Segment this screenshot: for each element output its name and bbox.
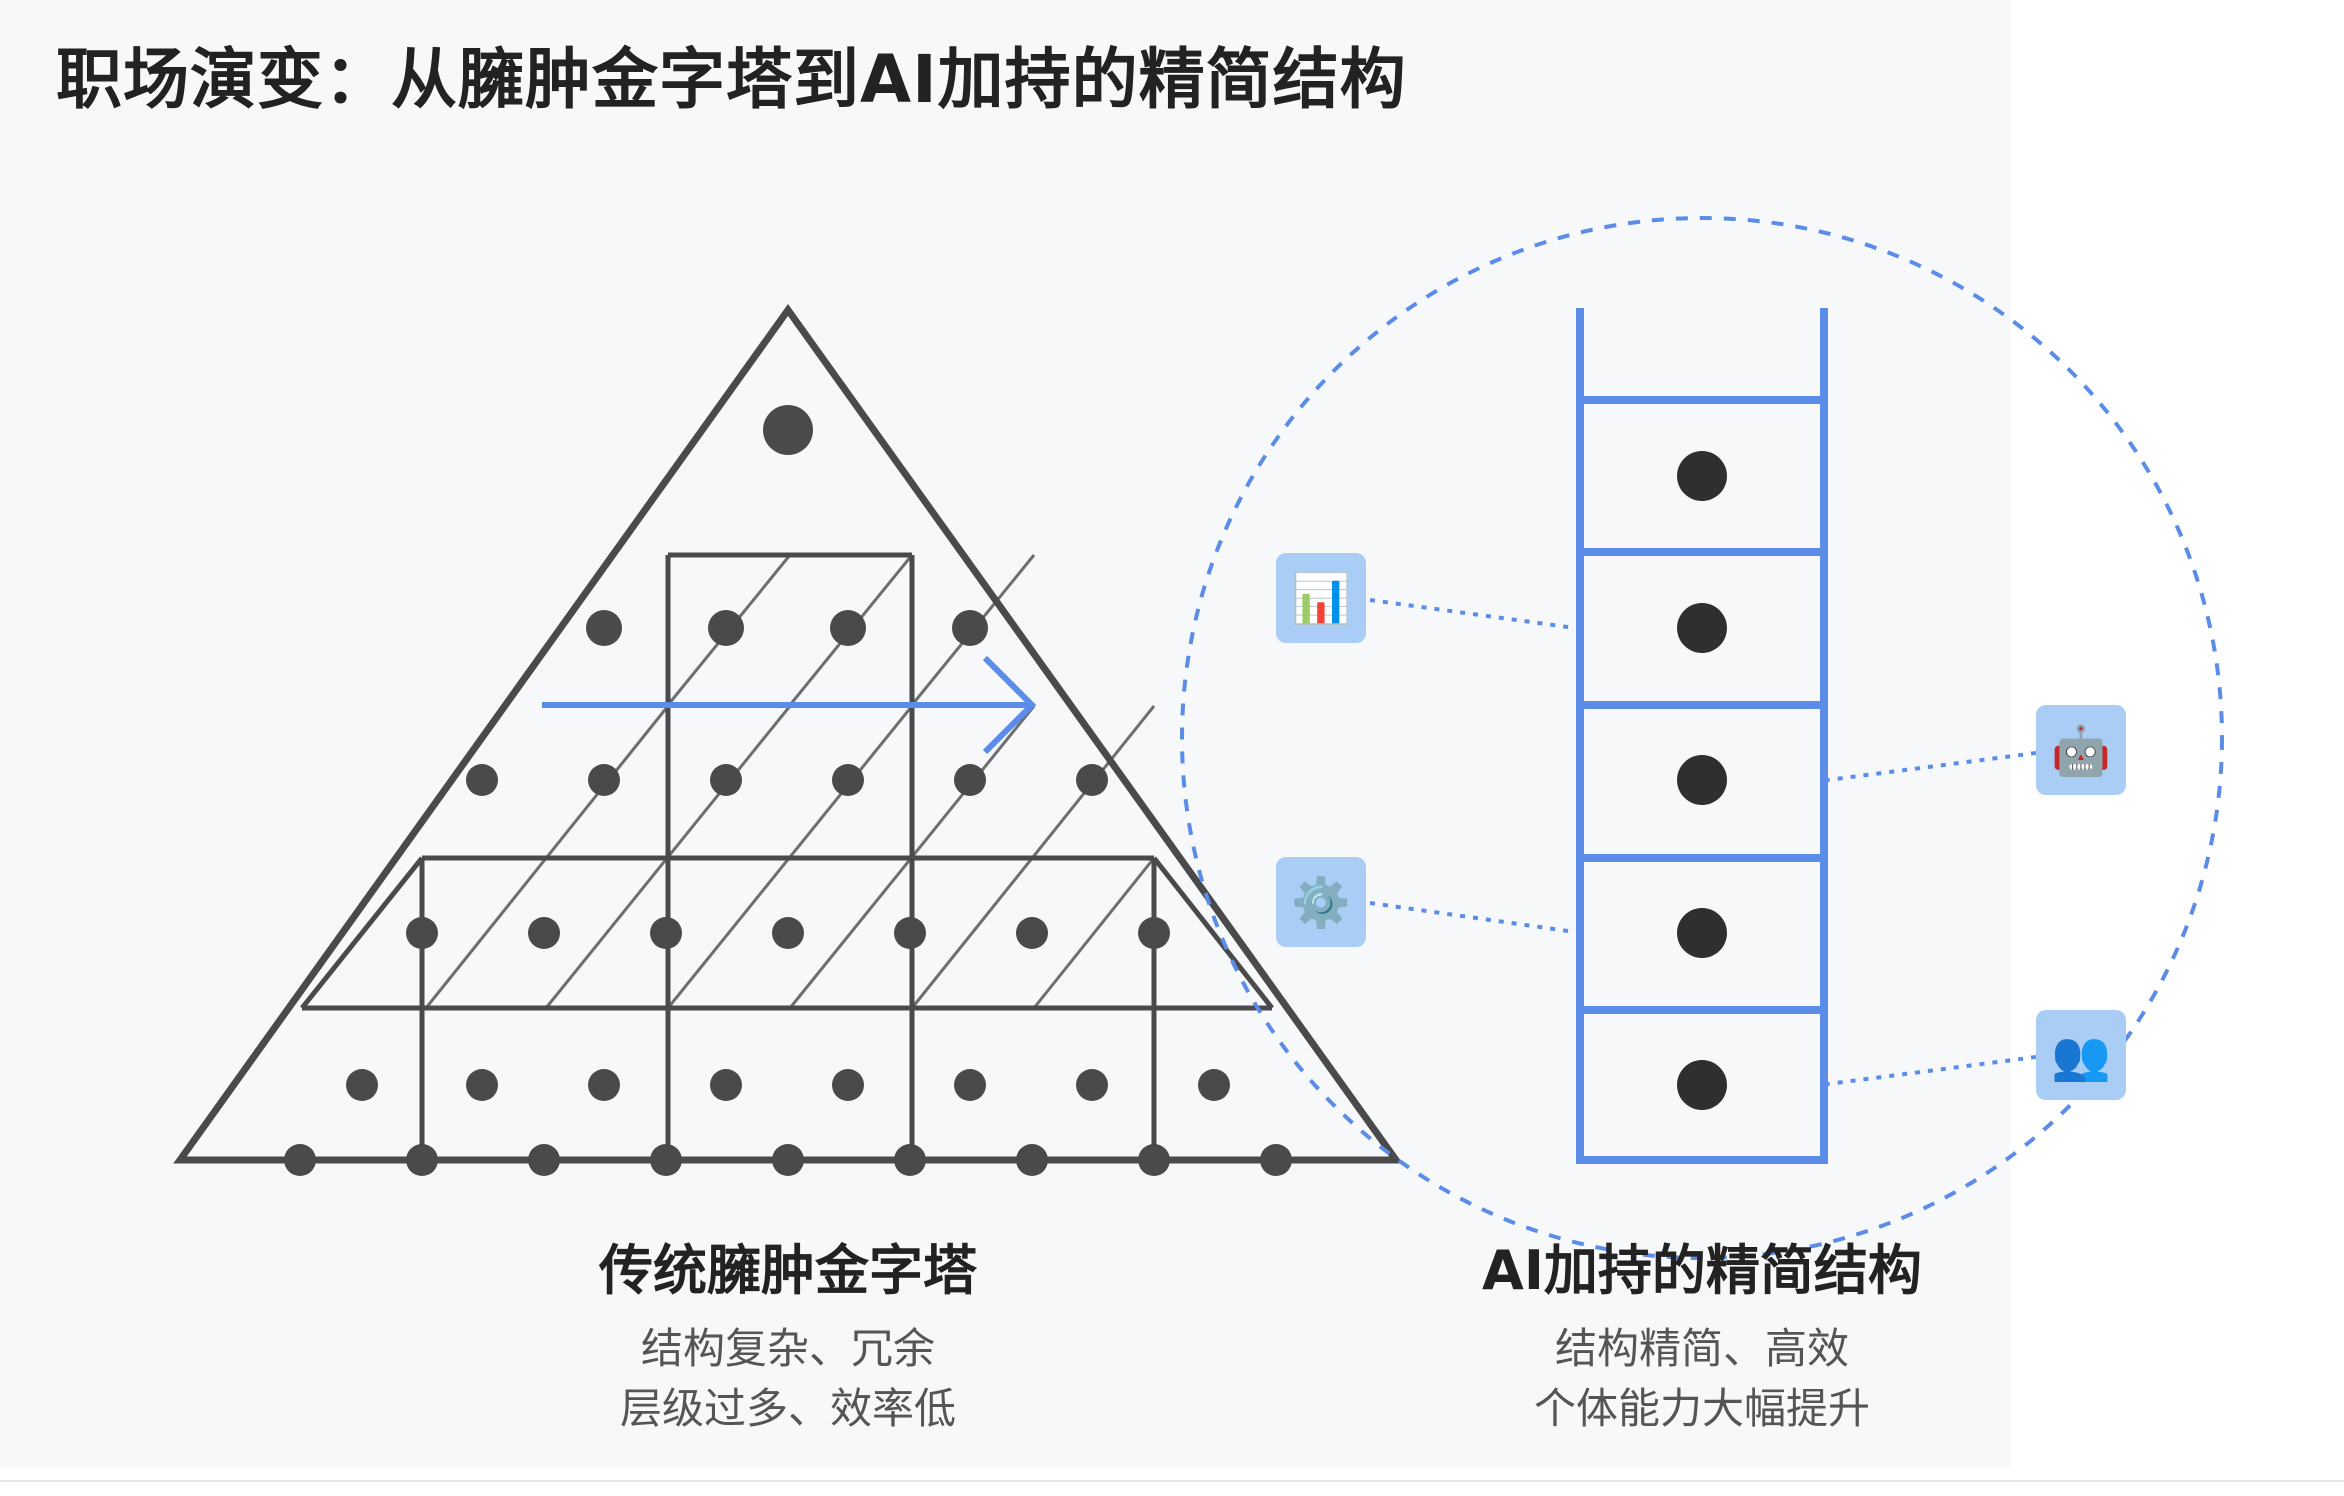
transition-arrow [542, 655, 1037, 755]
pyramid-caption: 传统臃肿金字塔 结构复杂、冗余 层级过多、效率低 [488, 1226, 1088, 1439]
page-title: 职场演变：从臃肿金字塔到AI加持的精简结构 [56, 41, 1407, 118]
chart-icon: 📊 [1276, 553, 1366, 643]
bloated-pyramid [173, 303, 1403, 1164]
pyramid-desc-line1: 结构复杂、冗余 [640, 1324, 935, 1373]
bottom-divider [0, 1480, 2344, 1482]
ladder-dots [1677, 451, 1727, 1110]
people-icon: 👥 [2036, 1010, 2126, 1100]
pyramid-desc-line2: 层级过多、效率低 [619, 1384, 956, 1433]
robot-icon: 🤖 [2036, 705, 2126, 795]
ai-structure-caption: AI加持的精简结构 结构精简、高效 个体能力大幅提升 [1402, 1226, 2002, 1439]
ai-structure-desc-line1: 结构精简、高效 [1554, 1324, 1849, 1373]
ai-scope-circle [1180, 216, 2224, 1260]
ai-ladder [1576, 308, 1828, 1164]
pyramid-top-dot [763, 405, 813, 455]
ai-structure-desc-line2: 个体能力大幅提升 [1533, 1384, 1870, 1433]
pyramid-dots [284, 405, 1292, 1176]
gear-icon: ⚙️ [1276, 857, 1366, 947]
connectors [1369, 598, 2037, 1086]
pyramid-heading: 传统臃肿金字塔 [599, 1239, 977, 1302]
ai-structure-heading: AI加持的精简结构 [1482, 1239, 1922, 1302]
pyramid-grid [300, 552, 1274, 1160]
